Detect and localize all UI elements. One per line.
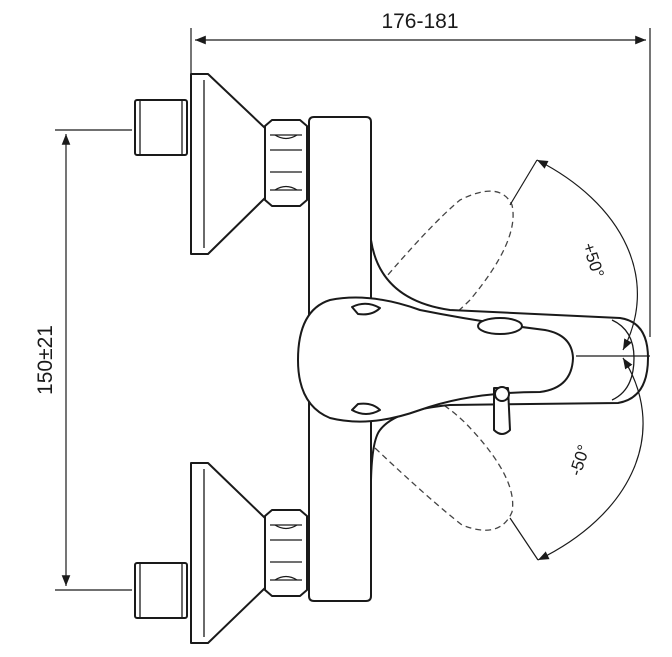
angle-up-label: +50°: [579, 240, 608, 280]
height-dimension-label: 150±21: [34, 325, 57, 395]
width-dimension: 176-181: [190, 10, 651, 337]
angle-down-label: -50°: [566, 442, 594, 478]
height-dimension: 150±21: [34, 129, 132, 591]
lower-wall-connection: [134, 462, 308, 644]
upper-wall-connection: [134, 73, 308, 255]
width-dimension-label: 176-181: [381, 10, 458, 33]
